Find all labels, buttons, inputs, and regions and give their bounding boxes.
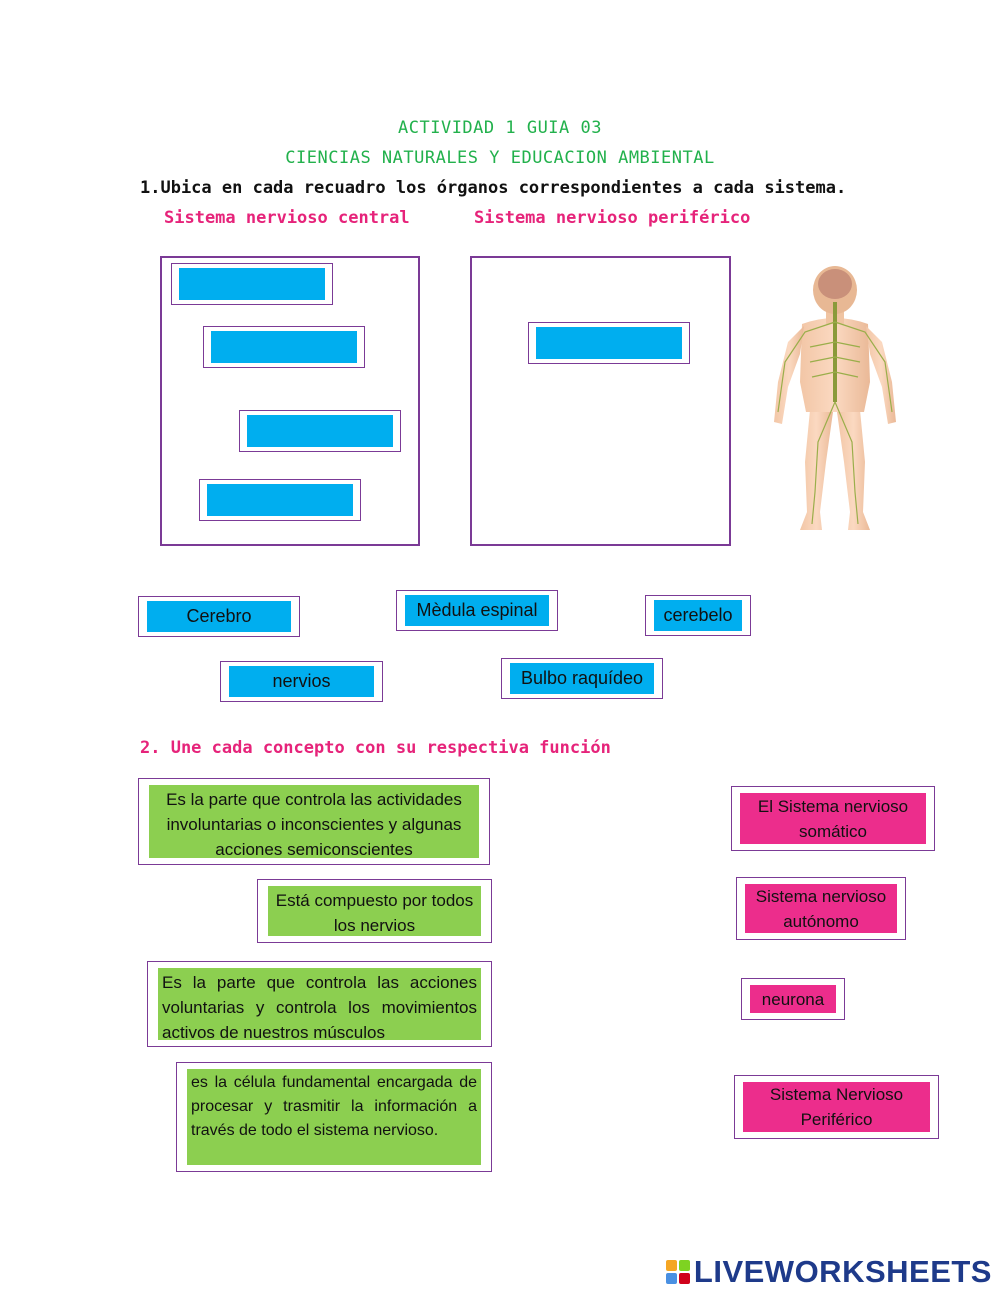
question-1-instruction: 1.Ubica en cada recuadro los órganos cor… bbox=[140, 178, 847, 198]
word-card-bulbo-raquideo[interactable]: Bulbo raquídeo bbox=[501, 658, 663, 699]
peripheral-drop-slot-1[interactable] bbox=[528, 322, 690, 364]
central-drop-slot-4[interactable] bbox=[199, 479, 361, 521]
word-card-nervios[interactable]: nervios bbox=[220, 661, 383, 702]
word-card-medula-espinal[interactable]: Mèdula espinal bbox=[396, 590, 558, 631]
concept-card-4[interactable]: es la célula fundamental encargada de pr… bbox=[176, 1062, 492, 1172]
concept-card-3[interactable]: Es la parte que controla las acciones vo… bbox=[147, 961, 492, 1047]
concept-card-2[interactable]: Está compuesto por todos los nervios bbox=[257, 879, 492, 943]
peripheral-system-heading: Sistema nervioso periférico bbox=[474, 208, 751, 228]
central-drop-slot-2[interactable] bbox=[203, 326, 365, 368]
answer-card-somatico[interactable]: El Sistema nervioso somático bbox=[731, 786, 935, 851]
answer-card-periferico[interactable]: Sistema Nervioso Periférico bbox=[734, 1075, 939, 1139]
peripheral-system-box bbox=[470, 256, 731, 546]
central-drop-slot-3[interactable] bbox=[239, 410, 401, 452]
question-2-instruction: 2. Une cada concepto con su respectiva f… bbox=[140, 738, 611, 758]
worksheet-subtitle: CIENCIAS NATURALES Y EDUCACION AMBIENTAL bbox=[285, 148, 715, 168]
answer-card-autonomo[interactable]: Sistema nervioso autónomo bbox=[736, 877, 906, 940]
liveworksheets-logo-icon bbox=[665, 1260, 690, 1284]
liveworksheets-logo: LIVEWORKSHEETS bbox=[665, 1254, 992, 1290]
central-drop-slot-1[interactable] bbox=[171, 263, 333, 305]
central-system-heading: Sistema nervioso central bbox=[164, 208, 410, 228]
human-nervous-system-figure-icon bbox=[774, 266, 896, 530]
liveworksheets-brand: LIVEWORKSHEETS bbox=[693, 1254, 992, 1289]
concept-card-1[interactable]: Es la parte que controla las actividades… bbox=[138, 778, 490, 865]
answer-card-neurona[interactable]: neurona bbox=[741, 978, 845, 1020]
worksheet-title: ACTIVIDAD 1 GUIA 03 bbox=[398, 118, 602, 138]
word-card-cerebro[interactable]: Cerebro bbox=[138, 596, 300, 637]
word-card-cerebelo[interactable]: cerebelo bbox=[645, 595, 751, 636]
